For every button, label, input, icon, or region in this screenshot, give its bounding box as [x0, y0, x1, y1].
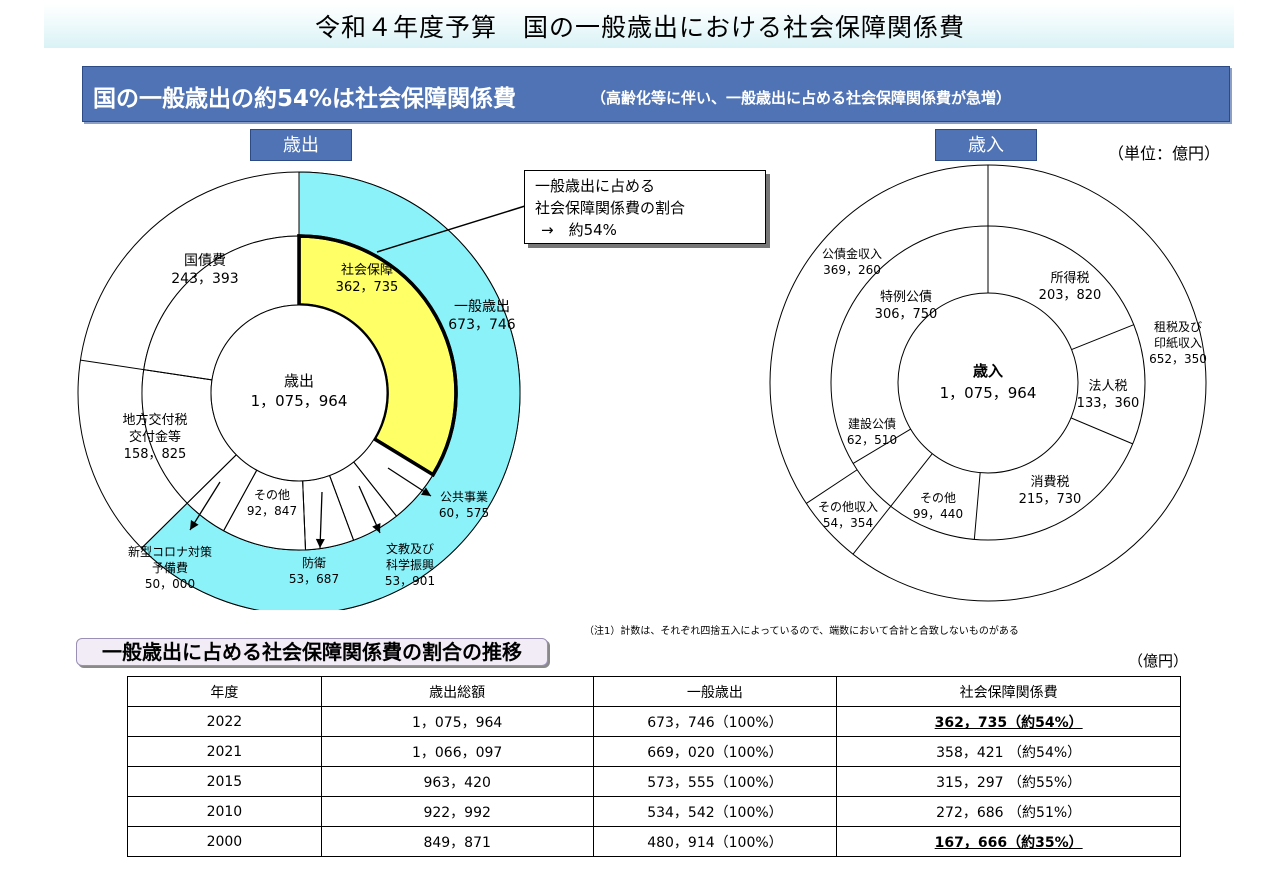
- inner-divider-2: [1070, 417, 1133, 445]
- table-cell: 272，686 （約51%）: [836, 796, 1181, 827]
- inner-divider-5: [852, 428, 911, 464]
- inner-divider-3: [973, 472, 981, 540]
- slice-divider: [329, 475, 355, 541]
- table-cell: 2015: [127, 766, 322, 797]
- table-cell: 362，735（約54%）: [836, 706, 1181, 737]
- table-row: 2015 963，420 573，555（100%） 315，297 （約55%…: [127, 766, 1181, 797]
- center-hole: [210, 304, 388, 482]
- col-header: 歳出総額: [320, 676, 594, 707]
- divider-general-end: [141, 454, 237, 549]
- table-row: 2021 1，066，097 669，020（100%） 358，421 （約5…: [127, 736, 1181, 767]
- divider-debt: [80, 359, 213, 381]
- callout-line-2: 社会保障関係費の割合: [535, 199, 686, 217]
- table-row: 2022 1，075，964 673，746（100%） 362，735（約54…: [127, 706, 1181, 737]
- arrow-defense: [319, 491, 323, 549]
- table-cell: 849，871: [320, 826, 594, 857]
- table-cell: 534，542（100%）: [592, 796, 838, 827]
- table-header-row: 年度 歳出総額 一般歳出 社会保障関係費: [127, 676, 1181, 707]
- slice-divider: [223, 469, 258, 531]
- center-value: 1，075，964: [940, 384, 1037, 402]
- section-title: 一般歳出に占める社会保障関係費の割合の推移: [76, 638, 548, 666]
- unit-label: （単位：億円）: [1108, 144, 1221, 163]
- page-title: 令和４年度予算 国の一般歳出における社会保障関係費: [314, 13, 965, 42]
- banner-headline: 国の一般歳出の約54%は社会保障関係費: [93, 86, 517, 112]
- col-header: 一般歳出: [592, 676, 838, 707]
- outer-divider-1: [852, 505, 892, 555]
- table-cell: 1，075，964: [320, 706, 594, 737]
- table-cell: 669，020（100%）: [592, 736, 838, 767]
- inner-divider-1: [1071, 324, 1134, 351]
- callout-line-1: 一般歳出に占める: [535, 177, 656, 195]
- slice-divider: [353, 461, 397, 517]
- arrow-defense-head: [315, 538, 325, 548]
- table-cell: 1，066，097: [320, 736, 594, 767]
- headline-banner: 国の一般歳出の約54%は社会保障関係費 （高齢化等に伴い、一般歳出に占める社会保…: [82, 66, 1230, 122]
- callout-line-3: → 約54%: [541, 221, 617, 239]
- col-header: 社会保障関係費: [836, 676, 1181, 707]
- footnote: （注1）計数は、それぞれ四捨五入によっているので、端数において合計と合致しないも…: [584, 626, 1019, 637]
- section-unit: （億円）: [1128, 652, 1189, 670]
- col-header: 年度: [127, 676, 322, 707]
- center-title: 歳出: [284, 372, 314, 390]
- center-title: 歳入: [973, 362, 1003, 380]
- table-cell: 963，420: [320, 766, 594, 797]
- table-cell: 573，555（100%）: [592, 766, 838, 797]
- title-bar: [44, 4, 1234, 48]
- tab-revenue: 歳入: [935, 129, 1037, 161]
- table-cell: 673，746（100%）: [592, 706, 838, 737]
- table-cell: 922，992: [320, 796, 594, 827]
- slice-divider: [302, 480, 306, 550]
- inner-divider-4: [890, 453, 933, 507]
- arrow-covid-head: [190, 519, 199, 530]
- table-cell: 2010: [127, 796, 322, 827]
- center-value: 1，075，964: [251, 392, 348, 410]
- table-cell: 315，297 （約55%）: [836, 766, 1181, 797]
- arrow-covid: [189, 481, 221, 531]
- table-row: 2000 849，871 480，914（100%） 167，666（約35%）: [127, 826, 1181, 857]
- table-cell: 2022: [127, 706, 322, 737]
- tab-expenditure: 歳出: [250, 129, 352, 161]
- table-cell: 480，914（100%）: [592, 826, 838, 857]
- callout-box: 一般歳出に占める 社会保障関係費の割合 → 約54%: [524, 170, 766, 244]
- table-row: 2010 922，992 534，542（100%） 272，686 （約51%…: [127, 796, 1181, 827]
- table-cell: 2000: [127, 826, 322, 857]
- outer-divider-2: [806, 469, 858, 504]
- table-cell: 167，666（約35%）: [836, 826, 1181, 857]
- arrow-education-head: [372, 522, 381, 533]
- arrow-public-works-head: [421, 487, 431, 496]
- table-cell: 358，421 （約54%）: [836, 736, 1181, 767]
- callout-leader: [376, 205, 526, 253]
- table-cell: 2021: [127, 736, 322, 767]
- trend-table: 年度 歳出総額 一般歳出 社会保障関係費 2022 1，075，964 673，…: [127, 676, 1181, 857]
- banner-subheadline: （高齢化等に伴い、一般歳出に占める社会保障関係費が急増）: [591, 89, 1012, 107]
